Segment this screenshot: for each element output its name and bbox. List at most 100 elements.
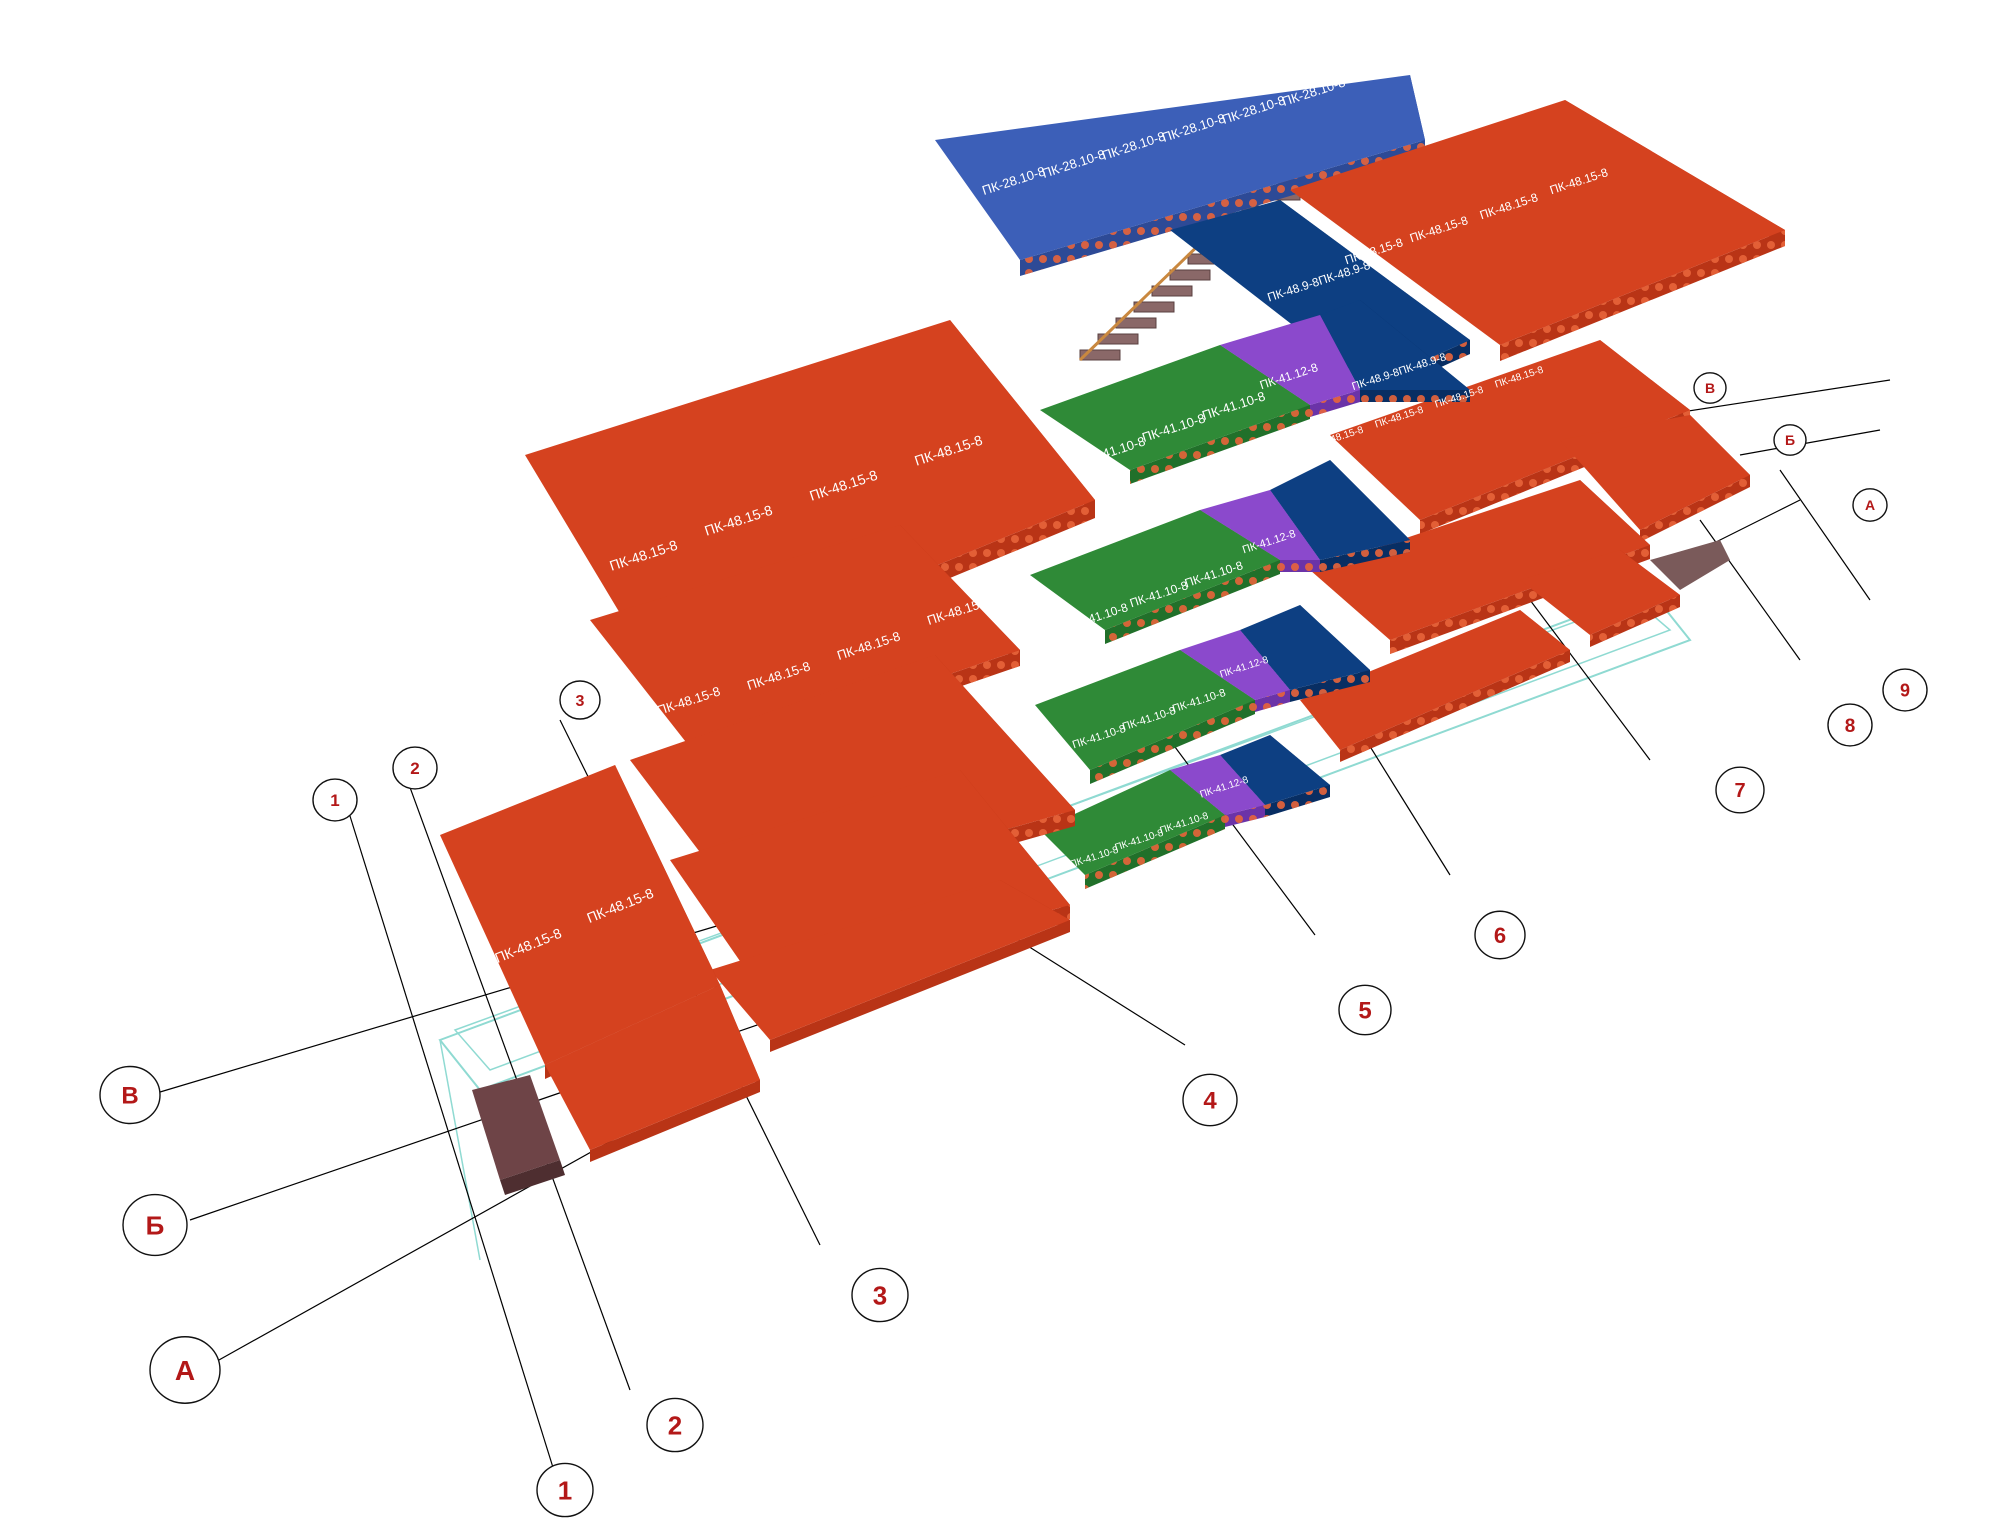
slab-green-row-2-top: [1030, 510, 1280, 630]
bubble-axis-1-top-circle: [312, 778, 358, 822]
bubble-axis-V-right: В: [1693, 372, 1727, 404]
slab-red-top-right: [1290, 100, 1785, 361]
bubble-axis-B-left-text: Б: [146, 1210, 165, 1240]
slab-red-left-2: [545, 985, 760, 1162]
bubble-axis-5-bottom: 5: [1338, 984, 1392, 1036]
bubble-axis-V-left: В: [99, 1065, 161, 1125]
bubble-axis-3-bottom: 3: [851, 1267, 909, 1323]
slab-red-right-a: [1520, 550, 1680, 647]
bubble-axis-A-left-text: А: [175, 1355, 195, 1386]
slab-purple-row-4: [1170, 755, 1265, 827]
bubble-axis-1-bottom-circle: [536, 1462, 594, 1518]
bubble-axis-2-top-circle: [392, 746, 438, 790]
slab-green-row-3-void-holes: [1090, 700, 1255, 784]
slab-red-left-1-top: [440, 765, 720, 1065]
slab-purple-row-2-void-holes: [1280, 560, 1320, 572]
bubble-axis-V-left-circle: [99, 1065, 161, 1125]
slab-green-row-1-void-holes: [1130, 405, 1310, 484]
bubble-axis-A-left-circle: [149, 1336, 221, 1404]
axis-line: [1699, 519, 1801, 661]
foundation-inner: [453, 599, 1672, 1071]
bubble-axis-9-bottom: 9: [1882, 668, 1928, 712]
axis-line: [1779, 469, 1871, 601]
bubble-axis-2-bottom-text: 2: [668, 1410, 682, 1440]
foundation-edge: [439, 1039, 481, 1261]
bubble-axis-B-left: Б: [122, 1193, 188, 1257]
slab-red-large-2-top: [590, 525, 1020, 760]
slab-red-right-2-top: [1310, 480, 1650, 640]
slab-navy-row-2-top: [1270, 460, 1410, 560]
slab-navy-row-4-void-holes: [1265, 785, 1330, 817]
bubble-axis-V-right-text: В: [1705, 380, 1715, 396]
bubble-axis-3-top: 3: [559, 680, 601, 720]
axis-line: [1739, 429, 1881, 456]
bubble-axis-A-left: А: [149, 1336, 221, 1404]
slab-red-right-3-top: [1300, 610, 1570, 750]
slab-purple-row-1-top: [1220, 315, 1360, 405]
bubble-axis-V-right-circle: [1693, 372, 1727, 404]
slab-navy-row-4-top: [1220, 735, 1330, 805]
foundation-outer: [438, 588, 1692, 1092]
slab-navy-row-3-void-holes: [1290, 670, 1370, 702]
bubble-axis-3-top-circle: [559, 680, 601, 720]
bubble-axis-5-bottom-circle: [1338, 984, 1392, 1036]
bubble-axis-7-bottom-circle: [1715, 766, 1765, 814]
slab-green-row-4-top: [1040, 770, 1225, 875]
slab-green-row-4-void-holes: [1085, 815, 1225, 889]
bubble-axis-B-right: Б: [1773, 424, 1807, 456]
bubble-axis-1-bottom-text: 1: [558, 1475, 572, 1505]
slab-navy-row-2-void-holes: [1320, 540, 1410, 572]
slab-purple-row-3-top: [1180, 630, 1290, 700]
bubble-axis-6-bottom-circle: [1474, 910, 1526, 960]
axis-line: [344, 799, 561, 1491]
bubble-axis-9-bottom-circle: [1882, 668, 1928, 712]
slab-red-left-2-top: [545, 985, 760, 1150]
slab-purple-row-2-top: [1200, 490, 1320, 560]
slab-red-left-2-edge: [590, 1080, 760, 1162]
slab-red-large-5: [710, 880, 1070, 1052]
bubble-axis-V-left-text: В: [121, 1083, 138, 1110]
bubble-axis-8-bottom: 8: [1827, 703, 1873, 747]
bubble-axis-B-right-circle: [1773, 424, 1807, 456]
bubble-axis-8-bottom-text: 8: [1845, 716, 1856, 737]
bubble-axis-7-bottom-text: 7: [1734, 780, 1745, 802]
slab-green-row-3: [1035, 650, 1255, 784]
slab-red-right-b-void-holes: [1640, 475, 1750, 542]
bubble-axis-6-bottom-text: 6: [1494, 923, 1506, 948]
slab-red-right-b-top: [1560, 415, 1750, 530]
bubble-axis-A-right-circle: [1852, 488, 1888, 522]
bubble-axis-3-top-text: 3: [576, 693, 585, 710]
bubble-axis-4-bottom-circle: [1182, 1073, 1238, 1127]
slab-navy-row-1-void-holes: [1360, 390, 1470, 402]
slab-green-row-2: [1030, 510, 1280, 644]
slab-green-row-2-void-holes: [1105, 560, 1280, 644]
stair-lower: [1650, 540, 1730, 590]
bubble-axis-4-bottom-text: 4: [1203, 1088, 1217, 1115]
stair-tread: [1097, 333, 1139, 345]
slab-navy-row-1-top: [1320, 300, 1470, 390]
slab-navy-row-3: [1240, 605, 1370, 702]
slab-red-right-3-void-holes: [1340, 650, 1570, 762]
slab-green-row-3-top: [1035, 650, 1255, 770]
slab-green-row-1: [1040, 345, 1310, 484]
axis-line: [399, 759, 631, 1391]
foundation-outline: [438, 588, 1692, 1261]
bubble-axis-3-bottom-text: 3: [873, 1280, 887, 1310]
bubble-axis-2-bottom: 2: [646, 1397, 704, 1453]
bubble-axis-A-right-text: А: [1865, 497, 1875, 513]
bubble-axis-1-top: 1: [312, 778, 358, 822]
brick-block: [472, 1075, 560, 1180]
stair-tread: [1169, 269, 1211, 281]
bubble-axis-5-bottom-text: 5: [1358, 998, 1371, 1025]
bubble-axis-6-bottom: 6: [1474, 910, 1526, 960]
bubble-axis-1-top-text: 1: [330, 791, 339, 810]
bubble-axis-A-right: А: [1852, 488, 1888, 522]
stair-tread: [1079, 349, 1121, 361]
slab-red-top-right-top: [1290, 100, 1785, 345]
slab-green-row-4: [1040, 770, 1225, 889]
bubble-axis-3-bottom-circle: [851, 1267, 909, 1323]
bubble-axis-7-bottom: 7: [1715, 766, 1765, 814]
bubble-axis-9-bottom-text: 9: [1900, 680, 1910, 700]
